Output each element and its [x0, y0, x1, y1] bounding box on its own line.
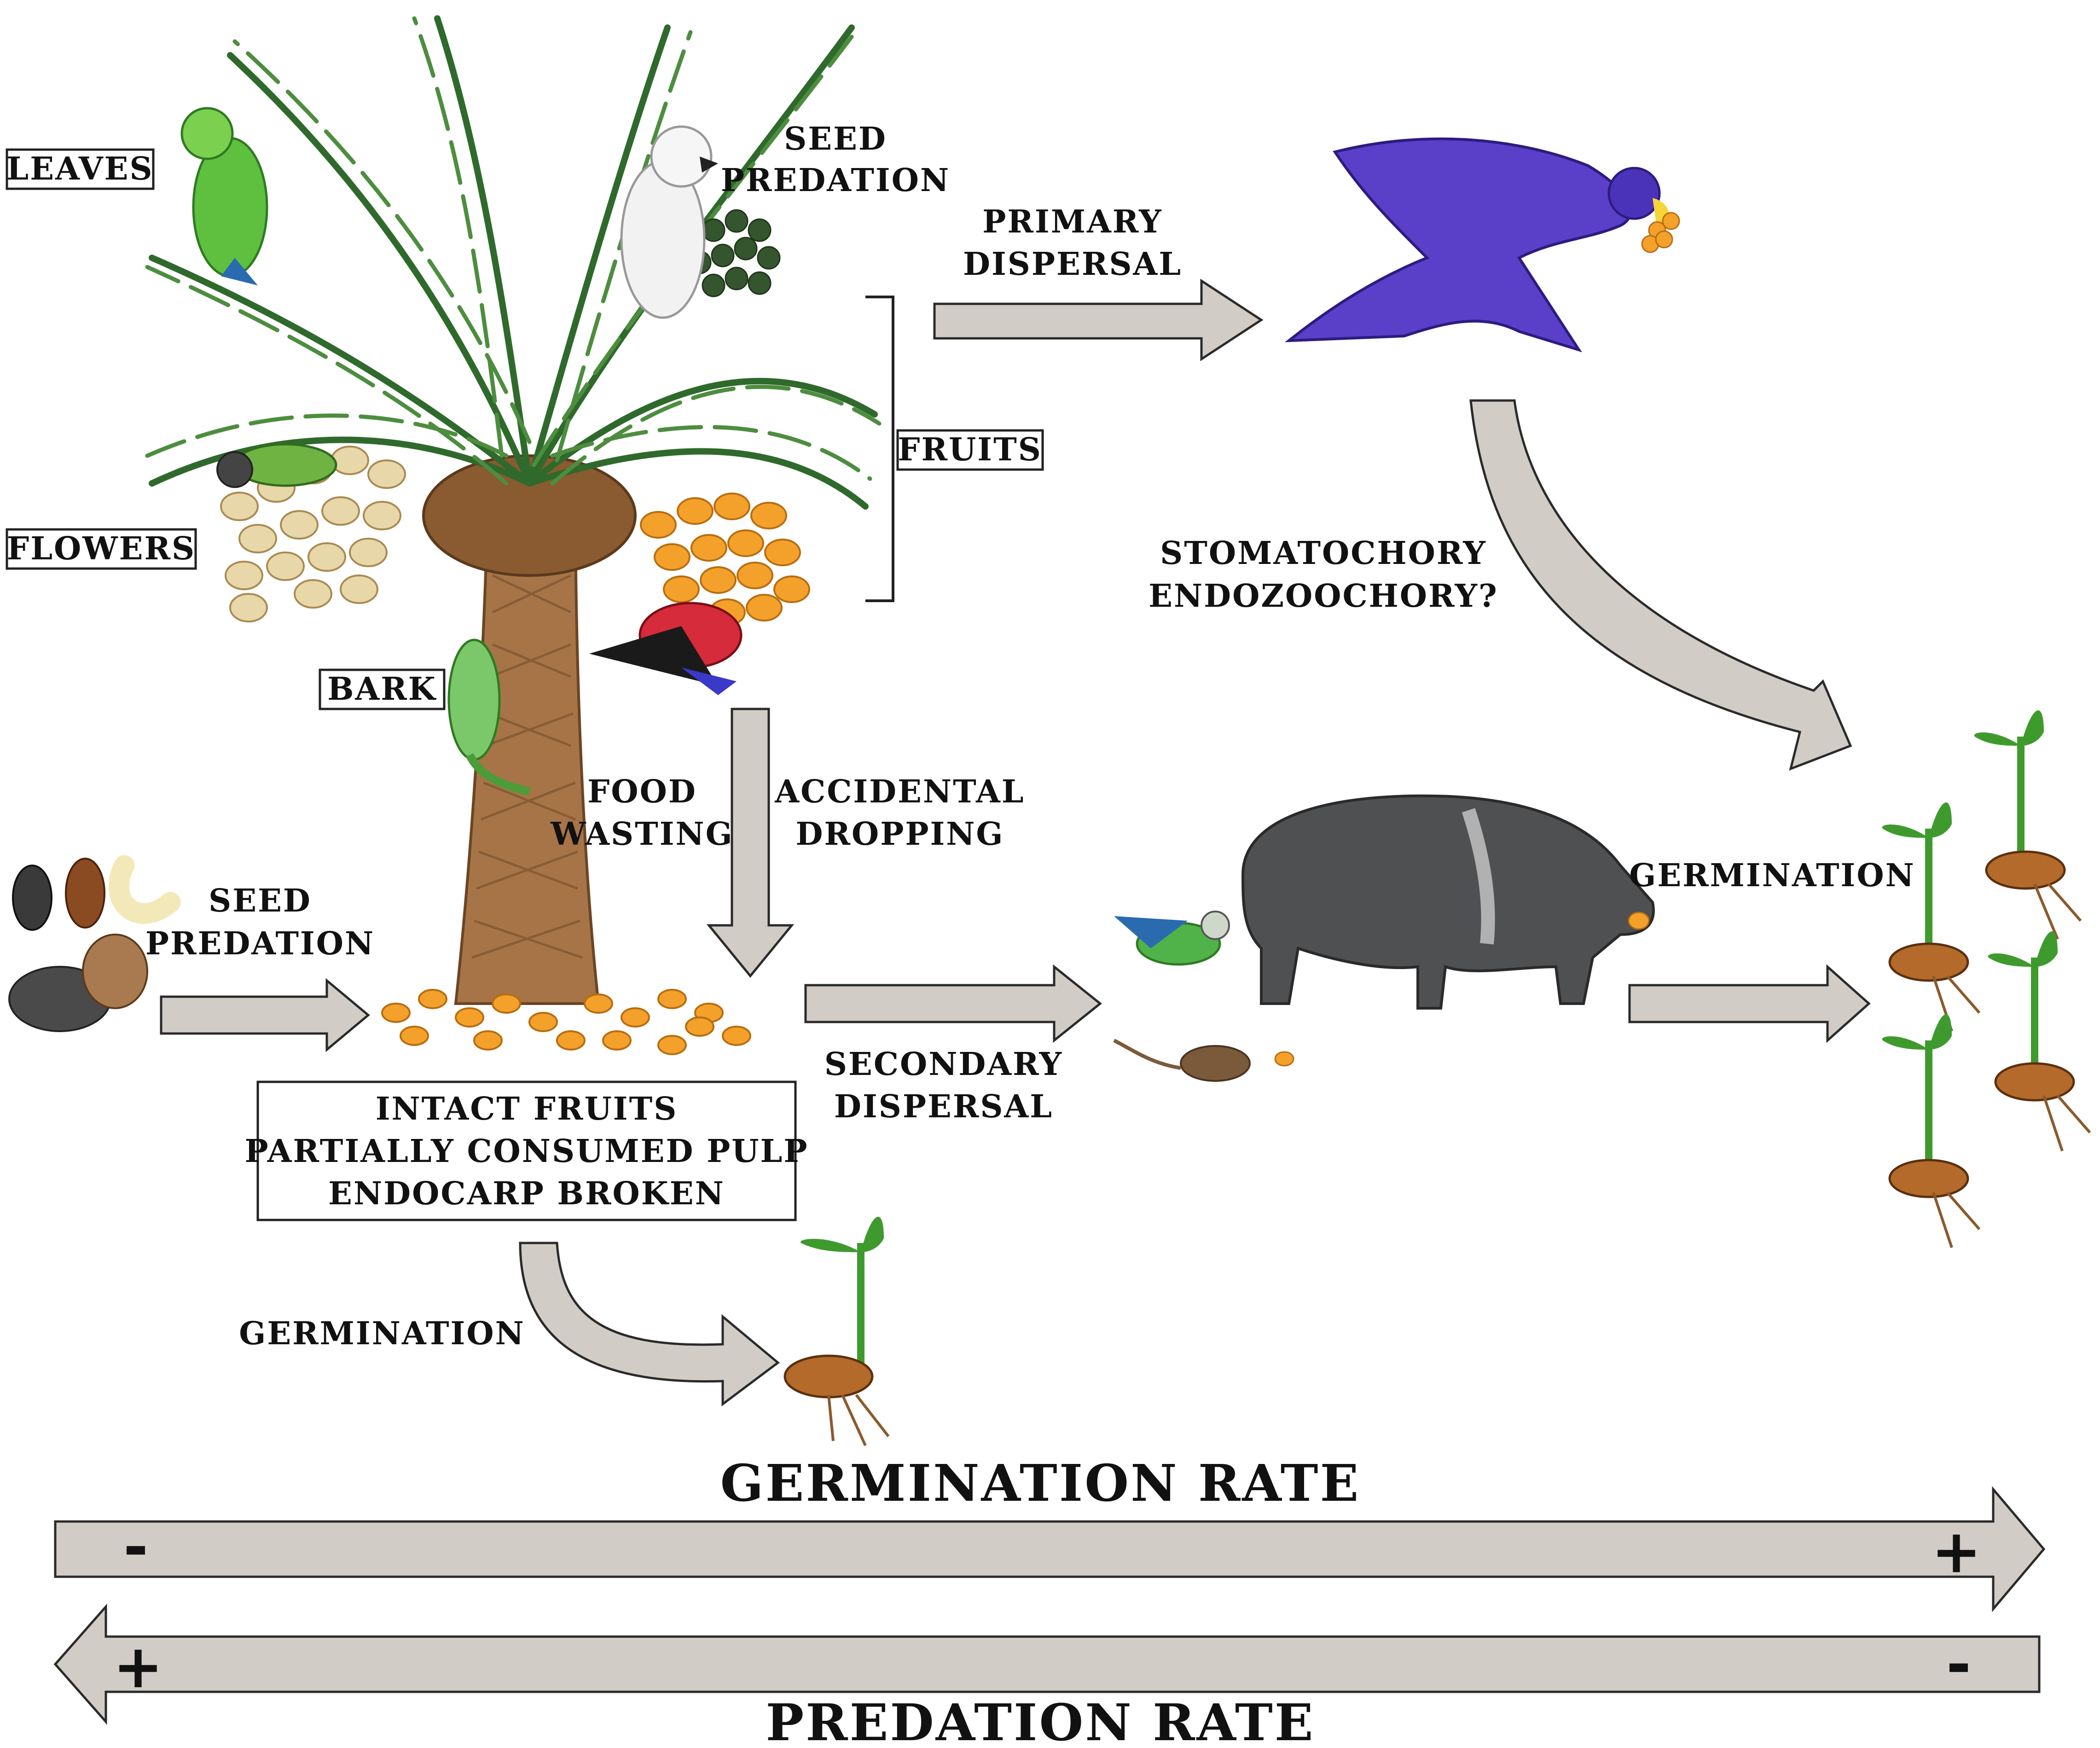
- predation-minus-sign: -: [1946, 1629, 1971, 1699]
- seed-predation-ground-label-1: SEED: [209, 883, 312, 919]
- fruit-state-box: [256, 1080, 797, 1221]
- seedling-icon: [1974, 710, 2082, 940]
- palm-leaflets: [145, 16, 882, 486]
- stomatochory-arrow: [1469, 399, 1852, 771]
- bark-label-box: [319, 668, 446, 710]
- predation-plus-sign: +: [113, 1632, 163, 1702]
- white-cockatoo-icon: [620, 125, 718, 319]
- fallen-fruits-pile: [381, 989, 751, 1055]
- leaves-label: LEAVES: [6, 151, 153, 187]
- primary-dispersal-label-1: PRIMARY: [982, 203, 1162, 240]
- leaves-label-box: [6, 148, 155, 190]
- small-parrot-on-flowers-icon: [216, 443, 337, 488]
- trunk-texture: [471, 574, 583, 959]
- primary-dispersal-arrow: [933, 279, 1264, 361]
- fruits-bracket: [865, 296, 894, 602]
- germination-right-label: GERMINATION: [1629, 857, 1915, 894]
- fruit-state-line-1: INTACT FRUITS: [376, 1091, 678, 1127]
- mouse-icon: [1113, 1039, 1294, 1082]
- fruits-label-box: [896, 429, 1044, 471]
- accidental-dropping-label-2: DROPPING: [795, 816, 1004, 853]
- germination-rate-arrow: [54, 1486, 2046, 1612]
- seedling-group-right: [1882, 710, 2091, 1248]
- fruit-state-line-2: PARTIALLY CONSUMED PULP: [245, 1133, 809, 1170]
- palm-tree-illustration: [145, 15, 882, 1005]
- predation-rate-arrow: [53, 1603, 2041, 1725]
- peccary-icon: [1241, 794, 1655, 1010]
- hyacinth-macaw-icon: [1284, 137, 1680, 353]
- larva-icon: [108, 855, 181, 924]
- bottom-germination-arrow: [519, 1242, 780, 1406]
- beetle-icon: [12, 865, 52, 931]
- seed-predation-top-label-1: SEED: [784, 121, 887, 157]
- seedling-icon-bottom: [783, 1216, 890, 1446]
- food-wasting-label-1: FOOD: [587, 773, 697, 810]
- palm-crown-base: [422, 454, 637, 577]
- secondary-dispersal-label-1: SECONDARY: [824, 1046, 1063, 1083]
- seedling-icon: [1882, 802, 1981, 1032]
- brown-beetle-icon: [65, 858, 105, 929]
- endozoochory-label: ENDOZOOCHORY?: [1149, 578, 1498, 615]
- secondary-dispersal-arrow: [804, 964, 1102, 1043]
- palm-fruit-cluster: [640, 493, 810, 626]
- ground-seed-predation-arrow: [160, 978, 370, 1052]
- palm-flower-cluster: [220, 446, 406, 622]
- seedling-icon: [1882, 1014, 1981, 1248]
- small-green-parrot-ground-icon: [1114, 911, 1230, 966]
- primary-dispersal-label-2: DISPERSAL: [963, 246, 1182, 283]
- green-parrot-icon: [180, 107, 268, 285]
- flowers-label-box: [6, 528, 197, 570]
- flowers-label: FLOWERS: [7, 530, 196, 567]
- stomatochory-label: STOMATOCHORY: [1160, 535, 1487, 572]
- secondary-dispersal-label-2: DISPERSAL: [834, 1088, 1053, 1125]
- chipmunk-icon: [8, 934, 148, 1032]
- food-wasting-dropping-arrow: [706, 708, 795, 978]
- bark-label: BARK: [327, 671, 437, 708]
- ringneck-parakeet-on-bark-icon: [447, 639, 531, 796]
- seed-predation-top-label-2: PREDATION: [721, 162, 950, 199]
- peccary-germination-arrow: [1628, 964, 1871, 1043]
- germination-minus-sign: -: [123, 1512, 148, 1582]
- germination-rate-title: GERMINATION RATE: [720, 1453, 1361, 1513]
- red-eclectus-parrot-icon: [589, 602, 743, 695]
- predation-rate-title: PREDATION RATE: [766, 1693, 1315, 1746]
- fruits-label: FRUITS: [898, 431, 1042, 468]
- fruit-state-line-3: ENDOCARP BROKEN: [328, 1175, 725, 1212]
- food-wasting-label-2: WASTING: [550, 816, 734, 853]
- germination-bottom-label: GERMINATION: [239, 1315, 525, 1352]
- seedling-icon: [1988, 931, 2091, 1151]
- germination-plus-sign: +: [1932, 1516, 1982, 1586]
- seed-predation-ground-label-2: PREDATION: [145, 925, 375, 962]
- accidental-dropping-label-1: ACCIDENTAL: [774, 773, 1025, 810]
